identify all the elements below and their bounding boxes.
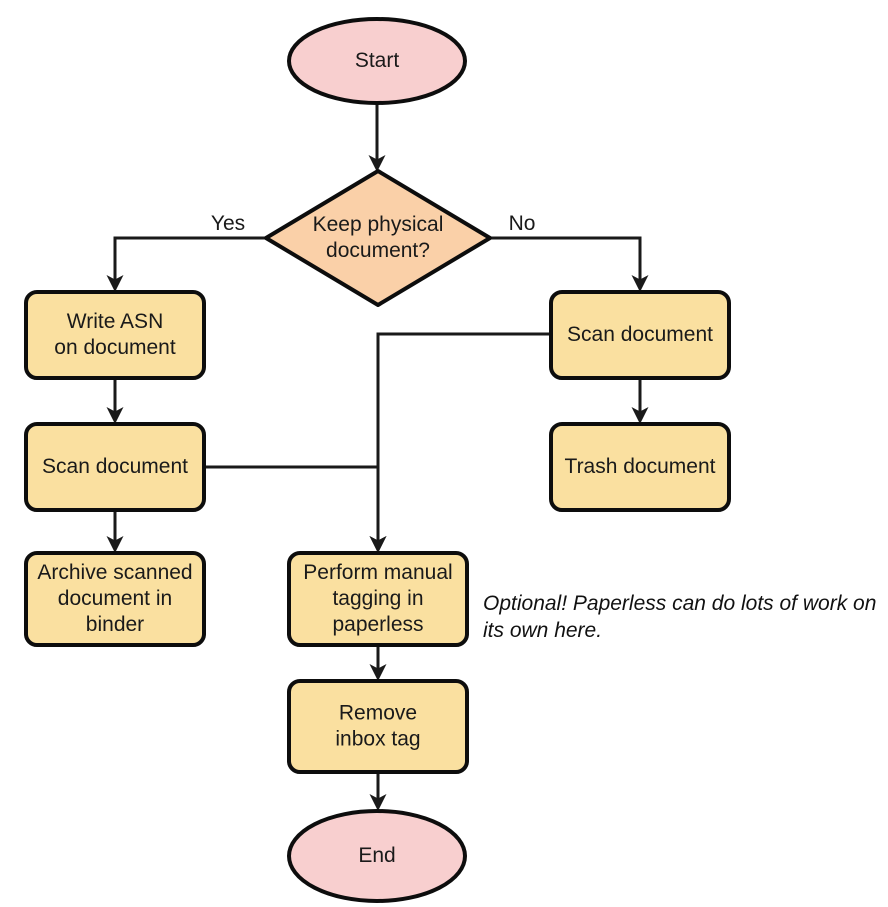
edge-path bbox=[204, 465, 380, 549]
edge-arrowhead bbox=[369, 794, 387, 811]
edge-arrowhead bbox=[369, 664, 387, 681]
edge-path bbox=[113, 236, 266, 288]
node-label: Scan document bbox=[567, 323, 713, 346]
node-shape-process bbox=[24, 551, 206, 647]
edge-start-to-decision bbox=[368, 103, 386, 172]
edge-arrowhead bbox=[631, 275, 649, 292]
edge-arrowhead bbox=[631, 407, 649, 424]
node-label: Trash document bbox=[565, 455, 716, 478]
node-shape-terminator bbox=[287, 809, 467, 903]
node-shape-process bbox=[287, 679, 469, 774]
edge-arrowhead bbox=[369, 536, 387, 553]
node-shape-process bbox=[549, 290, 731, 380]
edge-decision-no-to-scan-discard: No bbox=[490, 212, 649, 292]
edge-arrowhead bbox=[106, 536, 124, 553]
edge-scan-keep-to-archive bbox=[106, 510, 124, 553]
node-trash[interactable]: Trash document bbox=[549, 422, 731, 512]
annotation-optional-note: Optional! Paperless can do lots of work … bbox=[483, 592, 876, 642]
node-shape-decision bbox=[264, 169, 492, 307]
edge-scan-discard-to-trash bbox=[631, 378, 649, 424]
edge-label-decision-no-to-scan-discard: No bbox=[509, 212, 536, 235]
edge-label-decision-yes-to-write-asn: Yes bbox=[211, 212, 245, 235]
node-end[interactable]: End bbox=[287, 809, 467, 903]
node-label: Start bbox=[355, 49, 400, 72]
annotations-layer: Optional! Paperless can do lots of work … bbox=[483, 592, 876, 642]
edge-remove-tag-to-end bbox=[369, 772, 387, 811]
node-shape-process bbox=[24, 422, 206, 512]
edge-path bbox=[490, 236, 642, 288]
node-shape-process bbox=[24, 290, 206, 380]
edge-write-asn-to-scan-keep bbox=[106, 378, 124, 424]
edge-decision-yes-to-write-asn: Yes bbox=[106, 212, 266, 292]
edge-arrowhead bbox=[368, 155, 386, 172]
edge-path bbox=[376, 332, 551, 549]
node-shape-process bbox=[549, 422, 731, 512]
node-label: End bbox=[358, 844, 395, 867]
node-label: Scan document bbox=[42, 455, 188, 478]
node-start[interactable]: Start bbox=[287, 17, 467, 105]
edge-scan-discard-to-manual-tagging bbox=[369, 332, 551, 553]
node-scan_keep[interactable]: Scan document bbox=[24, 422, 206, 512]
node-scan_discard[interactable]: Scan document bbox=[549, 290, 731, 380]
node-shape-process bbox=[287, 551, 469, 647]
edge-scan-keep-to-manual-tagging bbox=[204, 465, 387, 553]
edge-arrowhead bbox=[106, 275, 124, 292]
edges-layer: Yes No bbox=[106, 103, 649, 811]
edge-arrowhead bbox=[106, 407, 124, 424]
node-shape-terminator bbox=[287, 17, 467, 105]
edge-manual-tagging-to-remove-tag bbox=[369, 645, 387, 681]
